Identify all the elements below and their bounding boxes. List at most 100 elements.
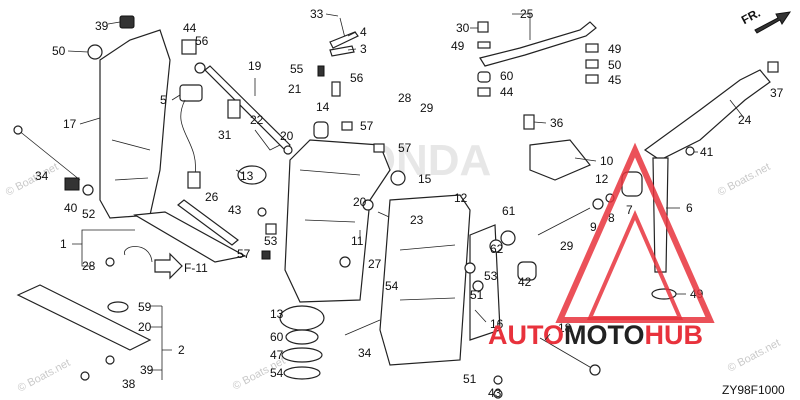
callout-39: 41 <box>700 145 714 159</box>
part-25-bolt <box>339 256 351 268</box>
ref-arrow <box>154 252 183 280</box>
watermark-copyright-left: © Boats.net <box>4 161 61 199</box>
part-49-washer-b <box>585 43 599 53</box>
brand-triangle-inner <box>586 210 684 320</box>
part-14-bushing-lower <box>390 170 406 186</box>
callout-6: 6 <box>686 201 693 215</box>
leader-17 <box>544 333 551 341</box>
group-brackets <box>72 229 172 380</box>
part-37-bolt <box>80 371 90 381</box>
callout-8: 8 <box>608 211 615 225</box>
leader-23 <box>729 99 745 119</box>
brand-hub: HUB <box>645 320 704 350</box>
part-44-nut-a <box>477 87 491 97</box>
part-31-bolt <box>227 99 241 119</box>
part-34-bolt-head <box>13 125 23 135</box>
brand-wordmark: AUTOMOTOHUB <box>488 320 703 350</box>
group-1-bracket-upper <box>81 229 135 244</box>
callout-14-upper: 14 <box>316 100 330 114</box>
part-53-collar <box>265 223 277 235</box>
part-46 <box>181 39 197 55</box>
callout-34-bottom: 34 <box>358 346 372 360</box>
part-57-b <box>373 143 385 153</box>
callout-22-lower: 23 <box>410 213 424 227</box>
part-4-clip <box>329 31 359 49</box>
callout-2: 2 <box>178 343 185 357</box>
callout-13-lower: 13 <box>270 307 284 321</box>
part-20-pin-lower <box>362 199 374 211</box>
part-5-wire <box>180 99 196 176</box>
part-44-nut-b <box>585 74 599 84</box>
part-34-bottom-bolt <box>344 319 381 336</box>
part-58-collar <box>285 329 319 345</box>
part-13-bushing-lower <box>279 305 325 331</box>
part-52-washer <box>82 184 94 196</box>
callout-51-right: 53 <box>484 269 498 283</box>
part-38-screw <box>105 355 115 365</box>
brand-moto: MOTO <box>564 320 645 350</box>
callout-10: 10 <box>600 154 614 168</box>
callout-22-upper: 22 <box>250 113 264 127</box>
part-33-screw <box>339 17 346 39</box>
callout-38: 39 <box>140 363 154 377</box>
callout-37: 38 <box>122 377 136 391</box>
callout-56-a: 55 <box>290 62 304 76</box>
callout-1: 1 <box>60 237 67 251</box>
callout-17: 18 <box>558 321 572 335</box>
callout-25: 27 <box>368 257 382 271</box>
callout-13-upper: 13 <box>240 169 254 183</box>
leader-3 <box>347 48 357 51</box>
part-16-bracket <box>99 29 171 219</box>
brand-auto: AUTO <box>488 320 564 350</box>
leader-24 <box>512 13 531 40</box>
callout-12: 11 <box>351 234 364 248</box>
callout-19: 20 <box>138 320 152 334</box>
part-15-plate <box>469 224 501 341</box>
callout-54: 54 <box>270 366 284 380</box>
callout-35: 36 <box>550 116 564 130</box>
callout-46: 44 <box>183 21 197 35</box>
callout-43-bottom: 43 <box>488 386 502 400</box>
callout-49-c: 50 <box>608 58 622 72</box>
callout-26: 26 <box>205 190 219 204</box>
part-9-washer <box>592 198 604 210</box>
callout-63: 62 <box>490 242 504 256</box>
callout-29: 29 <box>560 239 574 253</box>
ref-f11-label: F-11 <box>184 261 208 275</box>
leader-5 <box>171 94 181 101</box>
callout-16: 17 <box>63 117 77 131</box>
part-59-washer <box>194 62 206 74</box>
callout-4: 4 <box>360 25 367 39</box>
part-27-clip <box>124 246 153 263</box>
callout-59: 56 <box>195 34 209 48</box>
part-49-washer-c <box>585 59 599 69</box>
part-62-nut <box>500 230 516 246</box>
callout-34-left: 34 <box>35 169 49 183</box>
leader-55 <box>67 50 89 53</box>
leader-41 <box>107 21 121 25</box>
callout-5: 5 <box>160 93 167 107</box>
callout-11-bracket: 12 <box>454 191 468 205</box>
part-12-detail <box>299 169 361 223</box>
part-22-arm-upper <box>254 129 281 151</box>
part-57-a <box>341 121 353 131</box>
callout-56-b: 56 <box>350 71 364 85</box>
part-11-detail <box>399 244 456 301</box>
diagram-code: ZY98F1000 <box>722 383 785 397</box>
callout-9: 9 <box>590 220 597 234</box>
part-18-tube <box>204 65 291 151</box>
part-55-bolt <box>87 44 103 60</box>
part-20-pin-upper <box>283 145 293 155</box>
part-16-detail <box>111 139 151 181</box>
callout-11: 12 <box>595 172 609 186</box>
part-5-sensor <box>179 84 203 102</box>
callout-30: 30 <box>456 21 470 35</box>
part-14-bushing-upper <box>313 121 329 139</box>
callout-23: 24 <box>738 113 752 127</box>
callout-52: 52 <box>82 207 96 221</box>
callout-53: 53 <box>264 234 278 248</box>
part-13-bushing-upper <box>237 165 267 185</box>
part-39-bolt <box>685 146 695 156</box>
callout-20-upper: 20 <box>280 129 294 143</box>
